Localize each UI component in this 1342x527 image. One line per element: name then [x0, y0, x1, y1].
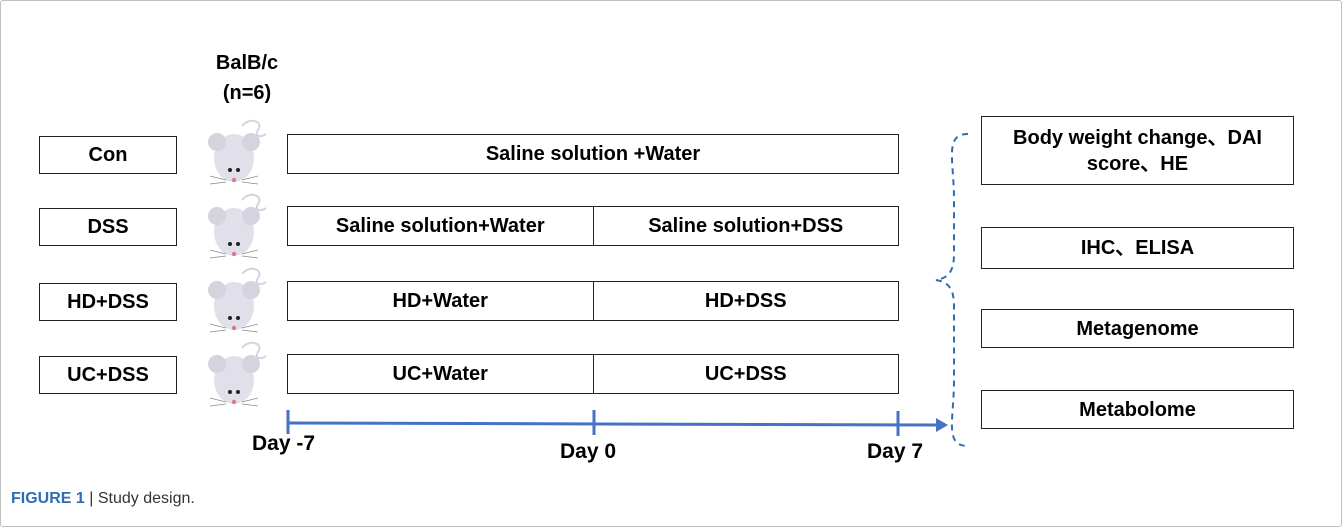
caption-text: Study design. [97, 490, 195, 507]
treatment-segment-pre: UC+Water [392, 362, 488, 385]
treatment-segment: Saline solution +Water [485, 142, 701, 165]
treatment-bar-dss: Saline solution+Water Saline solution+DS… [287, 206, 899, 246]
treatment-segment-pre: HD+Water [392, 289, 488, 312]
mouse-icon [208, 341, 267, 407]
group-box-hd-dss: HD+DSS [39, 283, 177, 321]
strain-label: BalB/c (n=6) [212, 48, 282, 108]
timeline-arrow [286, 410, 948, 436]
group-box-uc-dss: UC+DSS [39, 356, 177, 394]
outcome-box-metabolome: Metabolome [981, 390, 1294, 429]
mouse-icon [208, 193, 267, 259]
day-label-start: Day -7 [252, 432, 316, 455]
treatment-bar-uc-dss: UC+Water UC+DSS [287, 354, 899, 394]
treatment-segment-pre: Saline solution+Water [335, 214, 545, 237]
treatment-segment-post: UC+DSS [592, 355, 899, 393]
day-label-end: Day 7 [867, 440, 924, 463]
strain-count: (n=6) [222, 82, 272, 104]
mouse-icon [208, 267, 267, 333]
treatment-bar-con: Saline solution +Water [287, 134, 899, 174]
treatment-segment-post: HD+DSS [592, 282, 899, 320]
outcome-box-metagenome: Metagenome [981, 309, 1294, 348]
timeline-arrowhead [936, 418, 948, 432]
outcome-box-ihc-elisa: IHC、ELISA [981, 227, 1294, 269]
group-box-con: Con [39, 136, 177, 174]
group-box-dss: DSS [39, 208, 177, 246]
dashed-brace [935, 133, 969, 447]
figure-caption: FIGURE 1 | Study design. [11, 490, 195, 508]
caption-label: FIGURE 1 [11, 490, 85, 507]
caption-separator: | [89, 490, 94, 507]
strain-name: BalB/c [215, 52, 279, 74]
timeline-line [286, 421, 937, 427]
day-label-middle: Day 0 [560, 440, 617, 463]
treatment-bar-hd-dss: HD+Water HD+DSS [287, 281, 899, 321]
mouse-icon [208, 119, 267, 185]
outcome-box-weight-dai-he: Body weight change、DAI score、HE [981, 116, 1294, 185]
treatment-segment-post: Saline solution+DSS [592, 207, 899, 245]
